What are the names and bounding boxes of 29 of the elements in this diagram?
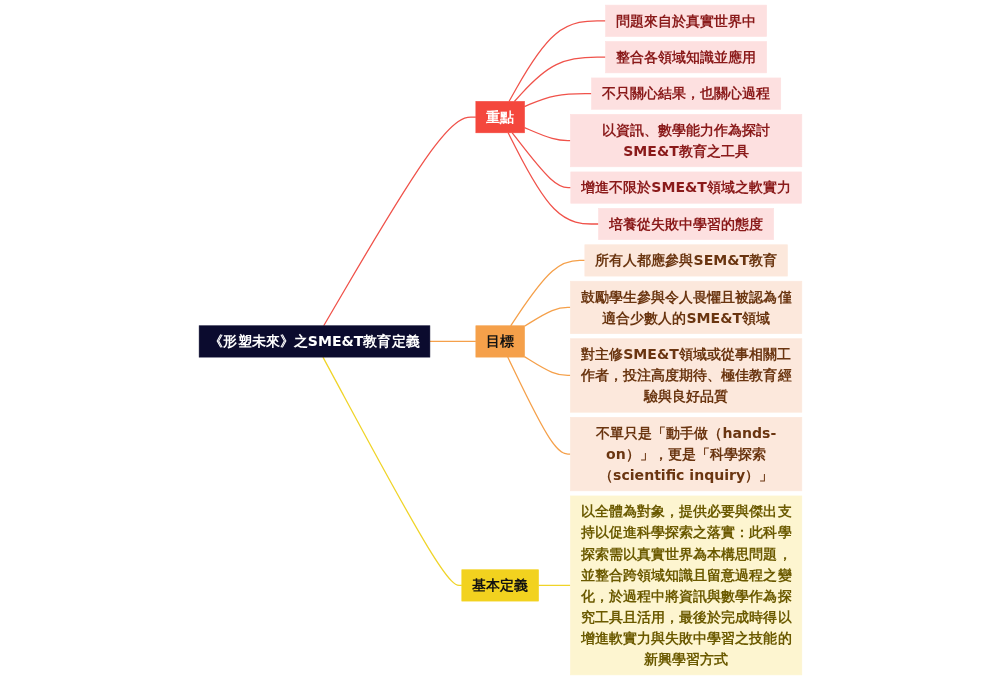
connector xyxy=(523,356,572,377)
connector xyxy=(322,356,463,587)
node-box: 不單只是「動手做（hands-on）」，更是「科學探索（scientific inquiry）」 xyxy=(570,417,803,492)
node-box: 鼓勵學生參與令人畏懼且被認為僅適合少數人的SME&T領域 xyxy=(570,280,803,334)
connector xyxy=(523,306,572,327)
node-box: 培養從失敗中學習的態度 xyxy=(598,208,775,240)
node-box: 重點 xyxy=(475,101,525,134)
node-box: 基本定義 xyxy=(461,569,539,602)
connector xyxy=(507,132,600,225)
node-box: 《形塑未來》之SME&T教育定義 xyxy=(198,325,431,358)
node-box: 以全體為對象，提供必要與傑出支持以促進科學探索之落實：此科學探索需以真實世界為本構思問題，並整合跨領域知識且留意過程之變化，於過程中將資訊與數學作為探究工具且活用，最後於完成時得以增進軟實力與失敗中學習之技能的新興學習方式 xyxy=(570,495,803,676)
node-box: 對主修SME&T領域或從事相關工作者，投注高度期待、極佳教育經驗與良好品質 xyxy=(570,338,803,413)
connector xyxy=(510,259,586,327)
connector xyxy=(523,126,572,142)
connector xyxy=(507,356,572,455)
node-box: 不只關心結果，也關心過程 xyxy=(591,77,782,110)
connector xyxy=(429,340,477,343)
node-box: 所有人都應參與SEM&T教育 xyxy=(584,244,788,277)
connector xyxy=(323,116,477,327)
node-box: 問題來自於真實世界中 xyxy=(605,4,767,37)
connector xyxy=(511,132,572,189)
node-box: 以資訊、數學能力作為探討SME&T教育之工具 xyxy=(570,114,803,168)
node-box: 整合各領域知識並應用 xyxy=(605,41,767,74)
connector xyxy=(523,93,593,108)
connector xyxy=(537,584,572,587)
connector xyxy=(508,20,607,103)
connector xyxy=(513,56,607,103)
node-box: 增進不限於SME&T領域之軟實力 xyxy=(570,171,802,204)
node-box: 目標 xyxy=(475,325,525,358)
